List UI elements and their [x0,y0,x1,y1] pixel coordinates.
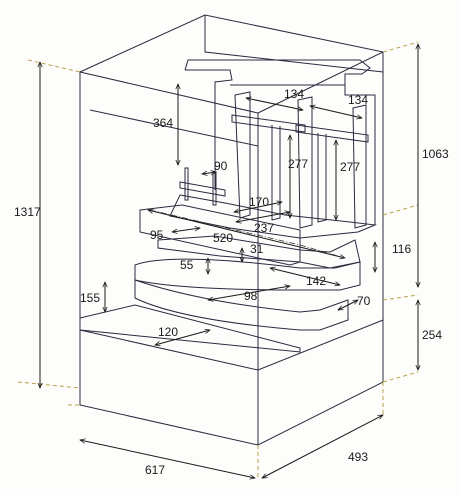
dim-98: 98 [244,289,258,303]
steps [79,194,377,353]
dim-134-right: 134 [348,93,368,107]
top-interior [184,59,376,225]
dim-116: 116 [392,242,411,256]
dim-520: 520 [213,231,233,245]
dim-237: 237 [254,221,274,235]
base-block [79,319,384,445]
dim-254: 254 [422,328,442,342]
dim-155: 155 [80,291,100,305]
dim-277-right: 277 [340,160,360,174]
center-lines [149,209,346,259]
dim-134-left: 134 [284,87,304,101]
dim-277-left: 277 [288,157,308,171]
dim-120: 120 [158,325,178,339]
dim-70: 70 [357,294,371,308]
dim-95: 95 [150,228,164,242]
dim-1317: 1317 [14,205,41,219]
dim-31: 31 [250,242,264,256]
dim-617: 617 [145,463,165,477]
dim-493: 493 [348,450,368,464]
extension-lines [17,41,419,478]
dim-364: 364 [153,116,173,130]
dim-55: 55 [180,258,194,272]
dim-142: 142 [306,274,326,288]
dimension-labels: 1317 1063 364 134 134 90 277 277 170 237… [14,87,449,477]
dim-170: 170 [249,195,269,209]
dimension-lines [40,44,418,478]
dim-90: 90 [214,159,228,173]
dim-1063: 1063 [422,147,449,161]
